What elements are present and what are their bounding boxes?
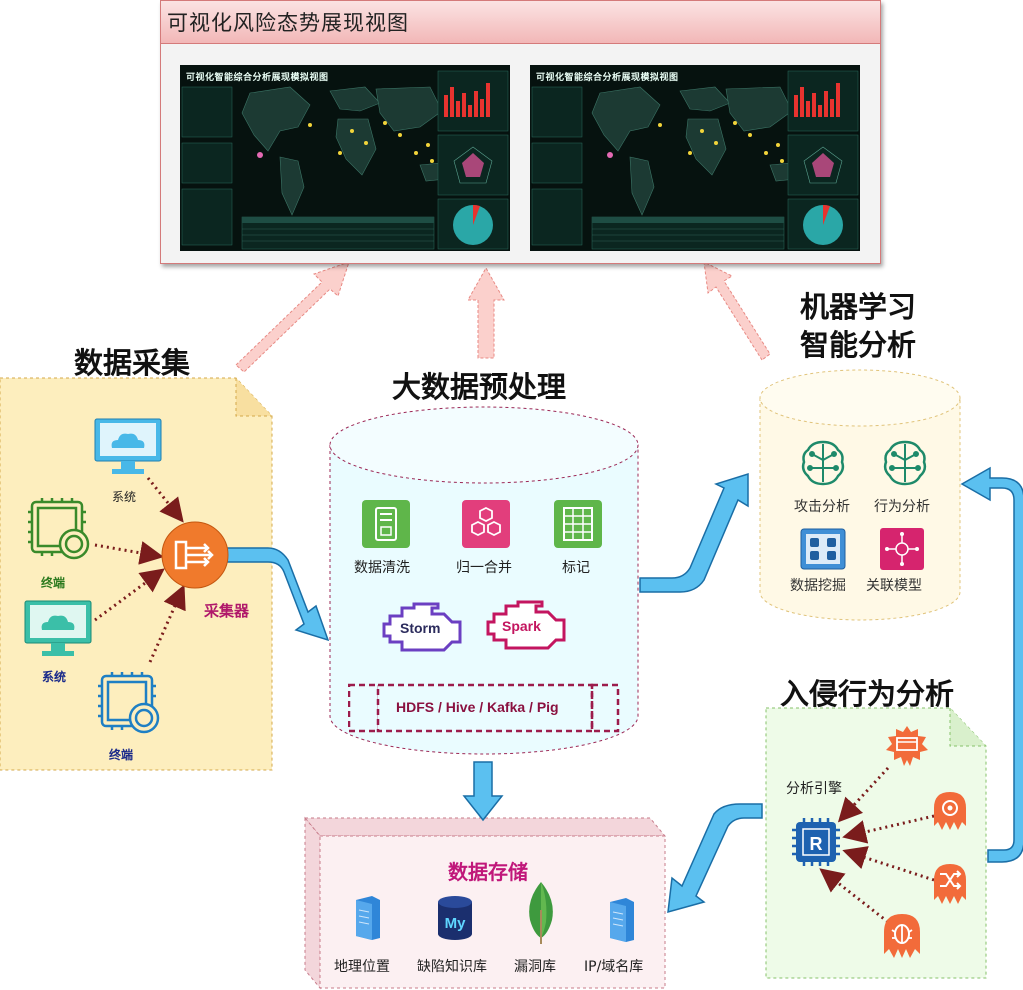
brain-circuit-icon xyxy=(883,440,927,486)
engine-icon xyxy=(486,600,566,650)
chip-icon xyxy=(28,498,90,560)
data-cleaning-item[interactable] xyxy=(362,500,410,548)
vulnerability-db[interactable] xyxy=(526,880,556,946)
threat-node-1[interactable] xyxy=(884,722,930,772)
collection-title: 数据采集 xyxy=(74,346,191,380)
storage-stack-bar: HDFS / Hive / Kafka / Pig xyxy=(347,683,620,733)
chip-icon xyxy=(98,672,160,734)
network-icon xyxy=(880,528,924,570)
dashboard-screen-1[interactable]: 可视化智能综合分析展现模拟视图 xyxy=(180,65,510,251)
collection-panel xyxy=(0,377,273,771)
item-label: 归一合并 xyxy=(456,560,512,576)
tagging-item[interactable] xyxy=(554,500,602,548)
viz-window: 可视化风险态势展现视图 xyxy=(160,0,881,264)
geo-location-db[interactable] xyxy=(350,894,384,942)
system-node-2[interactable]: 系统 xyxy=(24,600,92,684)
ip-domain-db[interactable] xyxy=(604,896,638,944)
ml-title-line1: 机器学习 xyxy=(800,290,917,324)
mysql-icon: My xyxy=(438,896,472,940)
defect-knowledge-db[interactable]: My xyxy=(434,894,476,942)
upload-arrows xyxy=(235,261,771,373)
threat-node-3[interactable] xyxy=(932,862,968,910)
database-server-icon xyxy=(356,896,380,940)
threat-node-4[interactable] xyxy=(882,912,922,966)
hexagon-cluster-icon xyxy=(462,500,510,548)
storm-engine[interactable]: Storm xyxy=(380,600,464,658)
database-server-icon xyxy=(610,898,634,942)
engine-label: Storm xyxy=(400,620,441,636)
item-label: 缺陷知识库 xyxy=(417,959,487,975)
terminal-node-1[interactable]: 终端 xyxy=(24,494,94,590)
engine-label: Spark xyxy=(502,618,541,634)
world-map-thumbnail xyxy=(530,65,860,251)
dashboard-screen-2[interactable]: 可视化智能综合分析展现模拟视图 xyxy=(530,65,860,251)
monitor-icon xyxy=(24,600,92,656)
system-node-1[interactable]: 系统 xyxy=(94,418,162,504)
node-label: 系统 xyxy=(112,490,137,504)
item-label: 数据挖掘 xyxy=(790,578,846,594)
item-label: 标记 xyxy=(562,560,590,576)
threat-node-2[interactable] xyxy=(932,790,968,836)
item-label: 数据清洗 xyxy=(354,560,410,576)
preprocess-title: 大数据预处理 xyxy=(392,370,567,404)
viz-title: 可视化风险态势展现视图 xyxy=(167,11,409,35)
engine-label: 分析引擎 xyxy=(786,781,842,797)
grid-icon xyxy=(800,528,846,570)
leaf-icon xyxy=(529,882,553,944)
stack-label: HDFS / Hive / Kafka / Pig xyxy=(396,699,559,715)
item-label: 关联模型 xyxy=(866,578,922,594)
node-label: 系统 xyxy=(42,670,67,684)
ghost-gear-icon xyxy=(934,792,966,830)
item-label: IP/域名库 xyxy=(584,959,644,975)
item-label: 漏洞库 xyxy=(514,959,556,975)
server-icon xyxy=(362,500,410,548)
collector-node[interactable] xyxy=(160,520,230,590)
flow-arrows xyxy=(225,466,1023,914)
attack-analysis-item[interactable] xyxy=(798,438,848,488)
world-map-thumbnail xyxy=(180,65,510,251)
storage-title: 数据存储 xyxy=(448,860,528,884)
engine-icon xyxy=(382,602,462,652)
intrusion-panel xyxy=(765,707,987,979)
correlation-model-item[interactable] xyxy=(880,528,924,570)
svg-text:R: R xyxy=(810,834,823,854)
intrusion-title: 入侵行为分析 xyxy=(780,677,955,711)
malware-burst-icon xyxy=(886,726,928,766)
table-icon xyxy=(554,500,602,548)
item-label: 地理位置 xyxy=(334,959,390,975)
collection-links xyxy=(94,477,186,663)
item-label: 行为分析 xyxy=(874,499,930,515)
ghost-shuffle-icon xyxy=(934,864,966,904)
ml-title-line2: 智能分析 xyxy=(800,328,917,362)
node-label: 终端 xyxy=(109,748,134,762)
behavior-analysis-item[interactable] xyxy=(880,438,930,488)
r-engine-node[interactable]: R xyxy=(792,818,840,866)
dashboard-title: 可视化智能综合分析展现模拟视图 xyxy=(536,73,679,83)
dashboard-title: 可视化智能综合分析展现模拟视图 xyxy=(186,73,329,83)
viz-titlebar: 可视化风险态势展现视图 xyxy=(161,1,880,44)
monitor-icon xyxy=(94,418,162,474)
intrusion-links xyxy=(819,766,935,924)
terminal-node-2[interactable]: 终端 xyxy=(94,668,164,762)
normalize-merge-item[interactable] xyxy=(462,500,510,548)
collector-label: 采集器 xyxy=(204,602,250,620)
spark-engine[interactable]: Spark xyxy=(484,598,568,656)
node-label: 终端 xyxy=(41,576,66,590)
r-chip-icon: R xyxy=(792,818,840,866)
data-mining-item[interactable] xyxy=(800,528,846,570)
ghost-bug-icon xyxy=(884,914,920,958)
svg-text:My: My xyxy=(445,915,466,932)
item-label: 攻击分析 xyxy=(794,499,850,515)
brain-circuit-icon xyxy=(801,440,845,486)
collector-router-icon xyxy=(161,521,229,589)
